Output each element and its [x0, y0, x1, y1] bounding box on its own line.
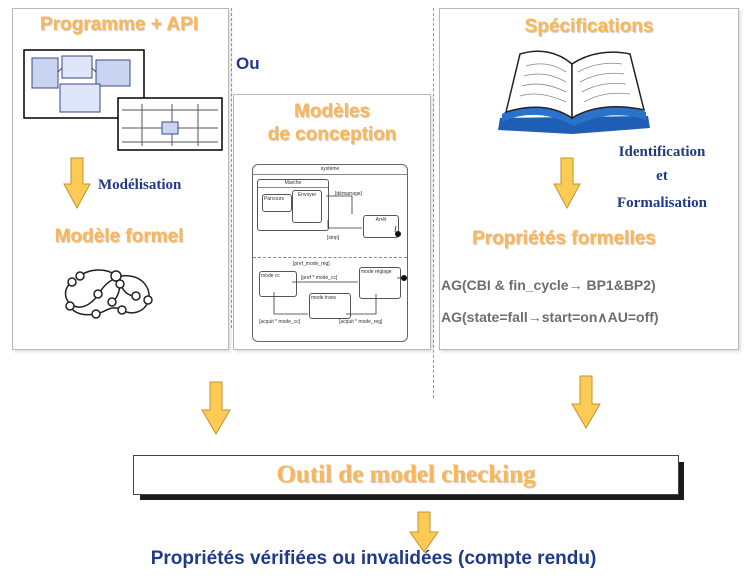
trans-stop: [stop] [327, 235, 340, 241]
guard-pref-reg: [pref_mode_reg] [293, 261, 330, 267]
right-panel-result: Propriétés formelles [472, 228, 656, 249]
left-panel-title: Programme + API [39, 14, 199, 35]
center-panel-title-line1: Modèles [293, 101, 371, 122]
or-label: Ou [236, 54, 260, 73]
arrow-down-icon [409, 511, 439, 553]
formal-model-graph-icon [64, 269, 153, 319]
right-panel-title: Spécifications [524, 16, 654, 37]
arrow-down-icon [571, 375, 601, 429]
guard-pref-cc: [pref * mode_cc] [301, 275, 338, 281]
et-label: et [656, 168, 668, 184]
guard-acquit-cc: [acquit * mode_cc] [259, 319, 301, 325]
state-marche-label: Marche [258, 180, 328, 188]
arrow-down-icon [201, 381, 231, 435]
arrow-down-icon [553, 157, 581, 210]
state-mode-cc: mode cc [259, 271, 297, 297]
statechart-diagram: système Marche Parcours Envoyer [démarra… [252, 164, 408, 342]
state-mode-trans: mode trans [309, 293, 351, 319]
api-program-image [23, 49, 223, 151]
trans-demarrage: [démarrage] [335, 191, 362, 197]
formula-1: AG(CBI & fin_cycle→ BP1&BP2) [441, 277, 656, 293]
state-arret: Arrêt [363, 215, 399, 238]
left-panel-result: Modèle formel [54, 226, 184, 247]
modelisation-label: Modélisation [98, 177, 182, 193]
output-label: Propriétés vérifiées ou invalidées (comp… [150, 548, 597, 569]
dashed-separator-left [231, 8, 232, 328]
tool-box-label: Outil de model checking [276, 461, 536, 488]
statechart-divider [253, 257, 407, 258]
state-mode-reglage: mode réglage [359, 267, 401, 299]
dashed-separator-right [433, 8, 434, 398]
arrow-down-icon [63, 157, 91, 210]
statechart-header: système [253, 165, 407, 175]
formalisation-label: Formalisation [617, 195, 707, 211]
formula-2: AG(state=fall→start=on∧AU=off) [441, 309, 659, 325]
guard-acquit-reg: [acquit * mode_reg] [339, 319, 383, 325]
center-panel-title-line2: de conception [267, 124, 397, 145]
state-parcours: Parcours [262, 194, 292, 212]
identification-label: Identification [618, 144, 706, 160]
open-book-icon [498, 50, 650, 134]
model-checking-tool-box: Outil de model checking [133, 455, 679, 495]
statechart-transitions [273, 195, 407, 315]
statechart-state-marche: Marche Parcours Envoyer [257, 179, 329, 231]
state-envoyer: Envoyer [292, 190, 322, 223]
